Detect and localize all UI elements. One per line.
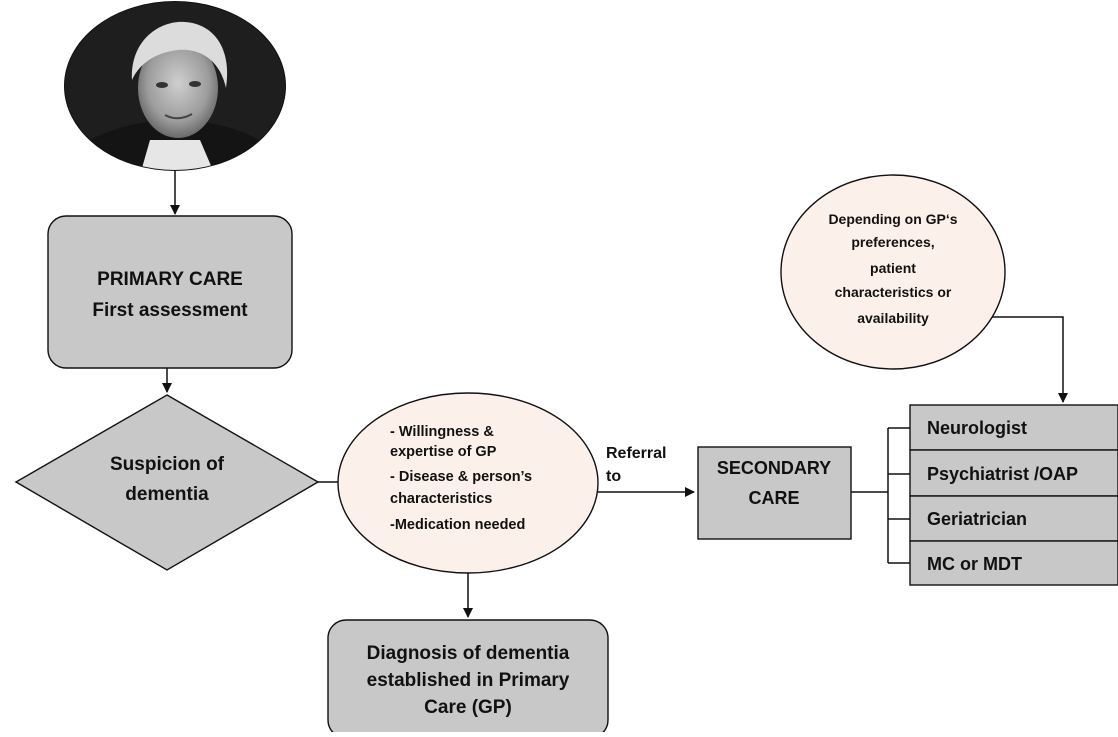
diagnosis-line-3: Care (GP): [424, 697, 512, 718]
primary-care-subtitle: First assessment: [92, 300, 248, 321]
diagnosis-line-1: Diagnosis of dementia: [367, 643, 570, 664]
suspicion-diamond: Suspicion of dementia: [14, 394, 320, 571]
preferences-line-4: characteristics or: [835, 284, 952, 300]
factors-line-4: characteristics: [390, 491, 492, 507]
referral-line2: to: [606, 468, 621, 485]
suspicion-line1: Suspicion of: [110, 454, 225, 475]
factors-line-1: - Willingness &: [390, 424, 494, 440]
referral-line1: Referral: [606, 445, 666, 462]
factors-line-3: - Disease & person’s: [390, 469, 532, 485]
suspicion-line2: dementia: [125, 484, 209, 505]
specialist-neurologist: Neurologist: [927, 418, 1027, 438]
primary-care-title: PRIMARY CARE: [97, 269, 243, 290]
factors-line-5: -Medication needed: [390, 517, 525, 533]
specialists-list: Neurologist Psychiatrist /OAP Geriatrici…: [909, 404, 1118, 586]
specialist-psychiatrist: Psychiatrist /OAP: [927, 464, 1078, 484]
primary-care-box: PRIMARY CARE First assessment: [47, 215, 293, 369]
secondary-care-line2: CARE: [748, 488, 799, 508]
diagnosis-line-2: established in Primary: [367, 670, 570, 691]
preferences-line-3: patient: [870, 260, 916, 276]
diagnosis-box: Diagnosis of dementia established in Pri…: [327, 619, 609, 737]
referral-label: Referral to: [606, 445, 666, 485]
preferences-line-1: Depending on GP‘s: [828, 211, 957, 227]
factors-ellipse: - Willingness & expertise of GP - Diseas…: [337, 392, 599, 574]
secondary-care-line1: SECONDARY: [717, 458, 831, 478]
specialist-box-mc-mdt: [909, 540, 1118, 586]
secondary-care-box: SECONDARY CARE: [697, 446, 852, 540]
patient-photo: [64, 1, 286, 171]
bracket-secondary-to-specialists: [851, 427, 910, 564]
factors-line-2: expertise of GP: [390, 444, 497, 460]
specialist-geriatrician: Geriatrician: [927, 509, 1027, 529]
specialist-box-geriatrician: [909, 495, 1118, 542]
specialist-mc-mdt: MC or MDT: [927, 554, 1022, 574]
preferences-ellipse: Depending on GP‘s preferences, patient c…: [780, 174, 1006, 370]
preferences-line-2: preferences,: [851, 234, 934, 250]
preferences-line-5: availability: [857, 310, 929, 326]
